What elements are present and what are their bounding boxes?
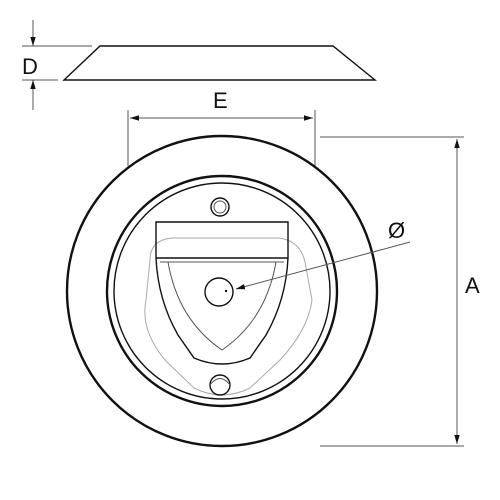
- dim-d-label: D: [22, 54, 38, 79]
- top-view: [65, 134, 379, 448]
- center-mark: [224, 289, 228, 293]
- dim-a: A: [320, 136, 480, 447]
- outer-flange-circle: [65, 134, 379, 448]
- diameter-label: Ø: [388, 218, 405, 243]
- d-ring-body: [155, 221, 289, 365]
- top-bolt-hole: [210, 197, 230, 217]
- side-profile-view: D: [22, 20, 377, 110]
- recess-inner-circle: [113, 182, 331, 400]
- dim-e-label: E: [213, 88, 228, 113]
- center-hole: [204, 277, 234, 307]
- top-bolt-hole-inner: [213, 200, 227, 214]
- d-ring-inner-fold: [167, 261, 277, 351]
- profile-shape: [62, 45, 377, 81]
- loop-outline: [144, 237, 313, 396]
- dim-a-label: A: [465, 273, 480, 298]
- dim-diameter: Ø: [235, 218, 411, 290]
- dim-e: E: [127, 88, 316, 166]
- recess-outer-circle: [105, 174, 339, 408]
- diameter-leader: [235, 241, 411, 290]
- bottom-bolt-hole-shadow: [209, 378, 231, 386]
